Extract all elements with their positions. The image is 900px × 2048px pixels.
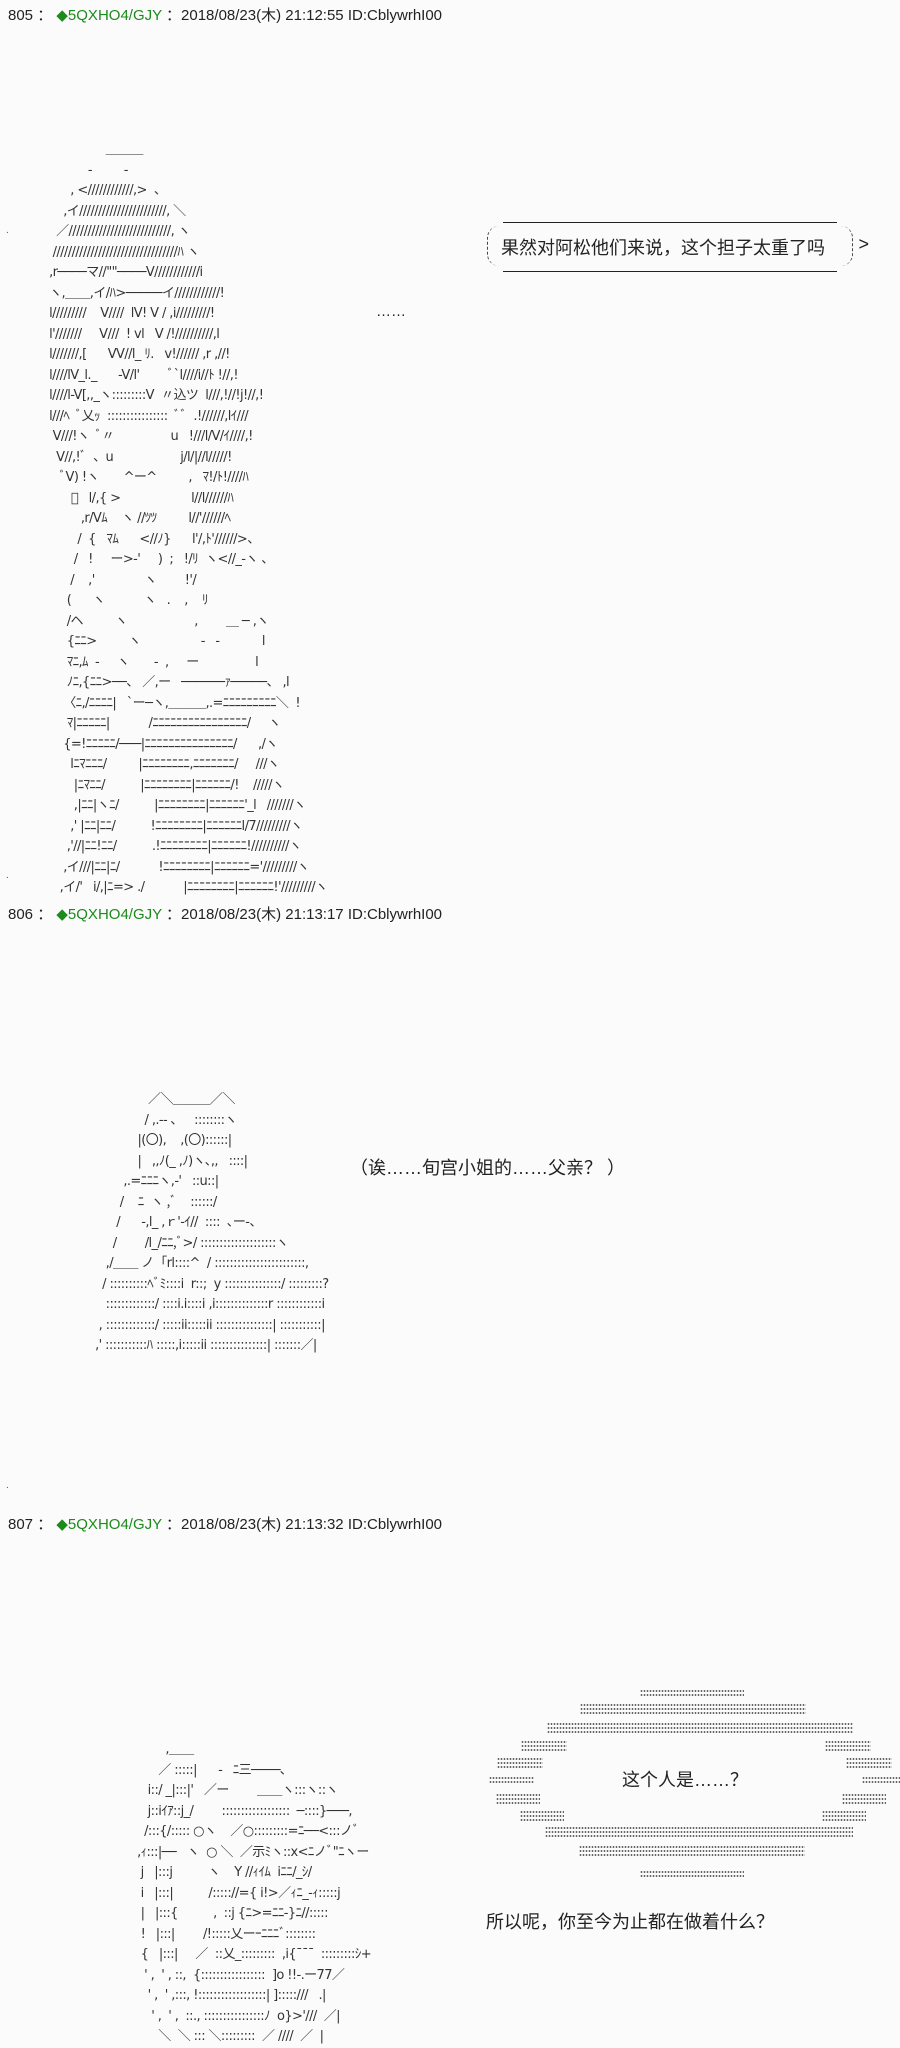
ascii-art-cat: ／＼＿＿＿／＼ / ,.-‐ ､ ::::::::ヽ |(〇), ,(〇):::…: [95, 1092, 329, 1353]
bubble-left-border: [487, 226, 500, 266]
bubble-dots: [862, 1776, 900, 1784]
ascii-art-girl: ＿＿＿ - - , <////////////,> 、 ,イ//////////…: [49, 142, 328, 895]
post-header-806: 806 ： ◆5QXHO4/GJY ：2018/08/23(木) 21:13:1…: [8, 903, 442, 924]
post-number: 807: [8, 1516, 34, 1533]
bubble-dots: [842, 1793, 886, 1805]
speech-text: （诶……旬宫小姐的……父亲？ ）: [350, 1158, 625, 1178]
bubble-dots: [822, 1810, 866, 1822]
bubble-dots: [489, 1776, 534, 1784]
bubble-dots: [846, 1757, 892, 1769]
bubble-dots: [825, 1740, 871, 1752]
separator: ：: [37, 7, 53, 24]
bubble-right-border: [840, 226, 853, 266]
separator: ：: [37, 1516, 53, 1533]
post-date: ：2018/08/23(木) 21:13:17 ID:CblywrhI00: [166, 906, 443, 923]
bubble-text: 这个人是……？: [622, 1770, 748, 1790]
bubble-dots: [521, 1740, 567, 1752]
poster-trip: ◆5QXHO4/GJY: [56, 7, 162, 24]
speech-bubble: 果然对阿松他们来说，这个担子太重了吗 >: [485, 212, 869, 280]
marker: .: [6, 225, 9, 236]
speech-text: 果然对阿松他们来说，这个担子太重了吗: [501, 238, 825, 258]
separator: ：: [37, 906, 53, 923]
post-date: ：2018/08/23(木) 21:13:32 ID:CblywrhI00: [166, 1516, 443, 1533]
bubble-dots: [640, 1689, 744, 1697]
bubble-dots: [579, 1845, 805, 1857]
post-header-805: 805 ： ◆5QXHO4/GJY ：2018/08/23(木) 21:12:5…: [8, 4, 442, 25]
post-number: 806: [8, 906, 34, 923]
ellipsis-aside: ……: [376, 303, 406, 320]
ascii-art-character: ,＿＿ ／ :::::| - ﾆ三────､ i::/ _|:::|' ／ー ＿…: [137, 1742, 372, 2044]
post-number: 805: [8, 7, 34, 24]
bubble-dots: [520, 1810, 564, 1822]
bubble-dots: [545, 1826, 853, 1838]
bubble-dots: [580, 1703, 806, 1715]
speech-text: 所以呢，你至今为止都在做着什么？: [486, 1912, 774, 1932]
bubble-top-border: [503, 222, 837, 223]
bubble-dots: [497, 1757, 543, 1769]
marker: .: [6, 1480, 9, 1491]
post-date: ：2018/08/23(木) 21:12:55 ID:CblywrhI00: [166, 7, 443, 24]
poster-trip: ◆5QXHO4/GJY: [56, 906, 162, 923]
post-header-807: 807 ： ◆5QXHO4/GJY ：2018/08/23(木) 21:13:3…: [8, 1513, 442, 1534]
marker: .: [6, 870, 9, 881]
bubble-dots: [640, 1870, 744, 1878]
bubble-dots: [547, 1722, 853, 1734]
bubble-dots: [496, 1793, 540, 1805]
poster-trip: ◆5QXHO4/GJY: [56, 1516, 162, 1533]
bubble-tail: >: [858, 234, 869, 254]
bubble-bottom-border: [503, 271, 837, 272]
